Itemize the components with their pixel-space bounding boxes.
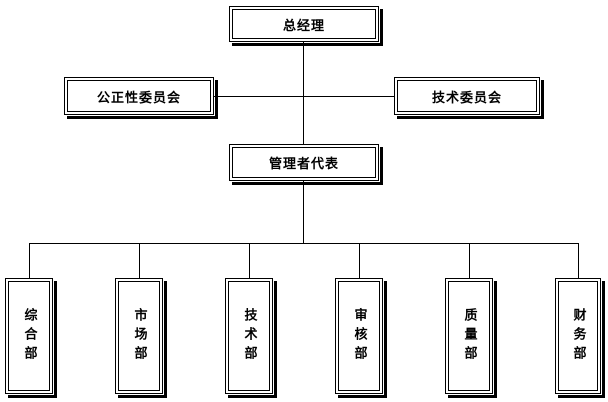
department-box: 综合部 — [5, 278, 57, 398]
general-manager-box: 总经理 — [229, 6, 383, 46]
department-box: 技术部 — [225, 278, 277, 398]
department-label: 技术部 — [241, 307, 257, 365]
technical-committee-box: 技术委员会 — [394, 77, 544, 119]
department-label: 质量部 — [461, 307, 477, 365]
department-box: 财务部 — [555, 278, 605, 398]
department-box: 质量部 — [445, 278, 497, 398]
department-label: 审核部 — [351, 307, 367, 365]
fairness-committee-label: 公正性委员会 — [67, 80, 211, 112]
management-representative-label: 管理者代表 — [232, 147, 376, 178]
technical-committee-label: 技术委员会 — [397, 80, 537, 112]
department-box: 市场部 — [115, 278, 167, 398]
management-representative-box: 管理者代表 — [229, 144, 383, 185]
department-label: 综合部 — [21, 307, 37, 365]
department-box: 审核部 — [335, 278, 387, 398]
fairness-committee-box: 公正性委员会 — [64, 77, 218, 119]
department-label: 市场部 — [131, 307, 147, 365]
general-manager-label: 总经理 — [232, 9, 376, 39]
department-label: 财务部 — [570, 307, 586, 365]
